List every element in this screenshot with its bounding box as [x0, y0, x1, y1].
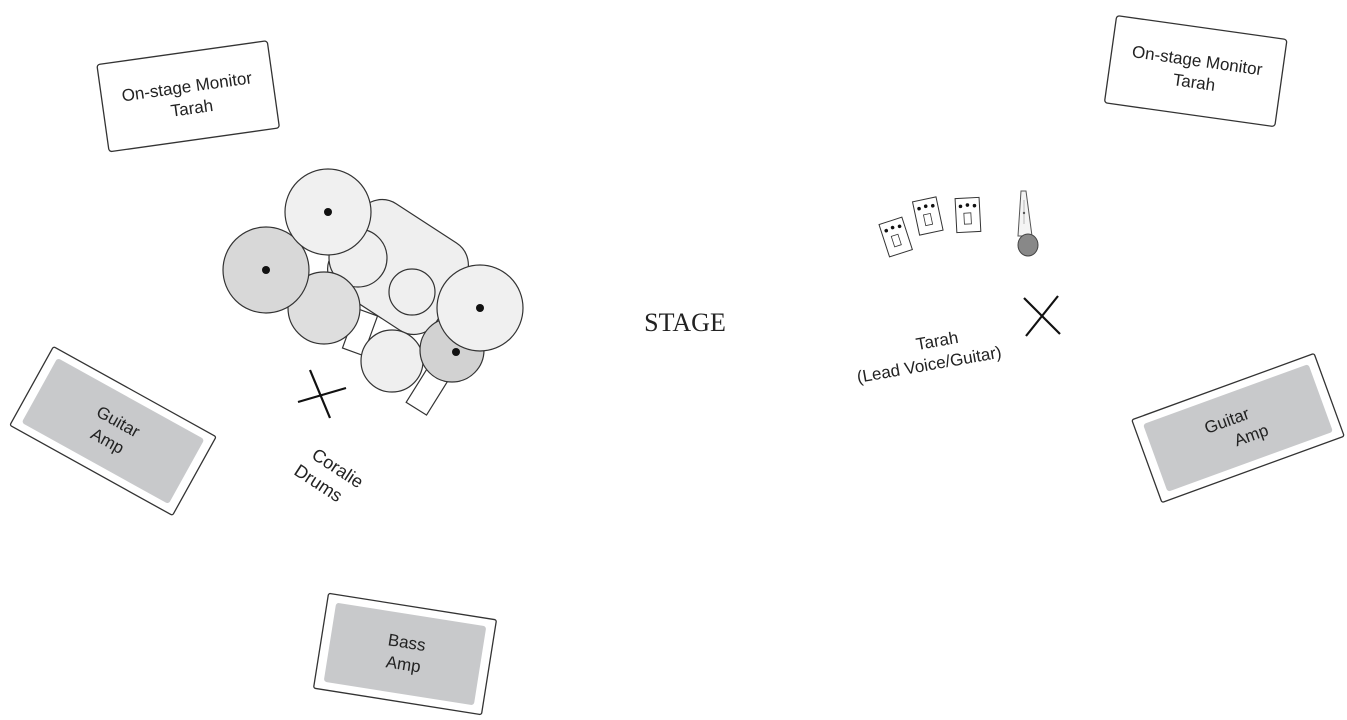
guitar-amp-right: Guitar Amp [1131, 353, 1345, 503]
drum-kit-icon [222, 168, 524, 416]
stage-label: STAGE [644, 308, 726, 337]
pedal-icon [911, 196, 944, 236]
lead-label: Tarah (Lead Voice/Guitar) [855, 328, 1003, 387]
pedal-icon [954, 196, 982, 234]
bass-amp: Bass Amp [313, 592, 497, 716]
microphone-icon [1017, 190, 1039, 257]
monitor-left: On-stage Monitor Tarah [96, 40, 280, 153]
lead-position-marker-icon [1023, 295, 1061, 337]
pedal-icon [878, 216, 913, 258]
monitor-right: On-stage Monitor Tarah [1104, 15, 1288, 127]
drummer-label: Coralie Drums [291, 444, 367, 506]
guitar-amp-left: Guitar Amp [9, 346, 217, 516]
drummer-position-marker-icon [297, 369, 347, 419]
